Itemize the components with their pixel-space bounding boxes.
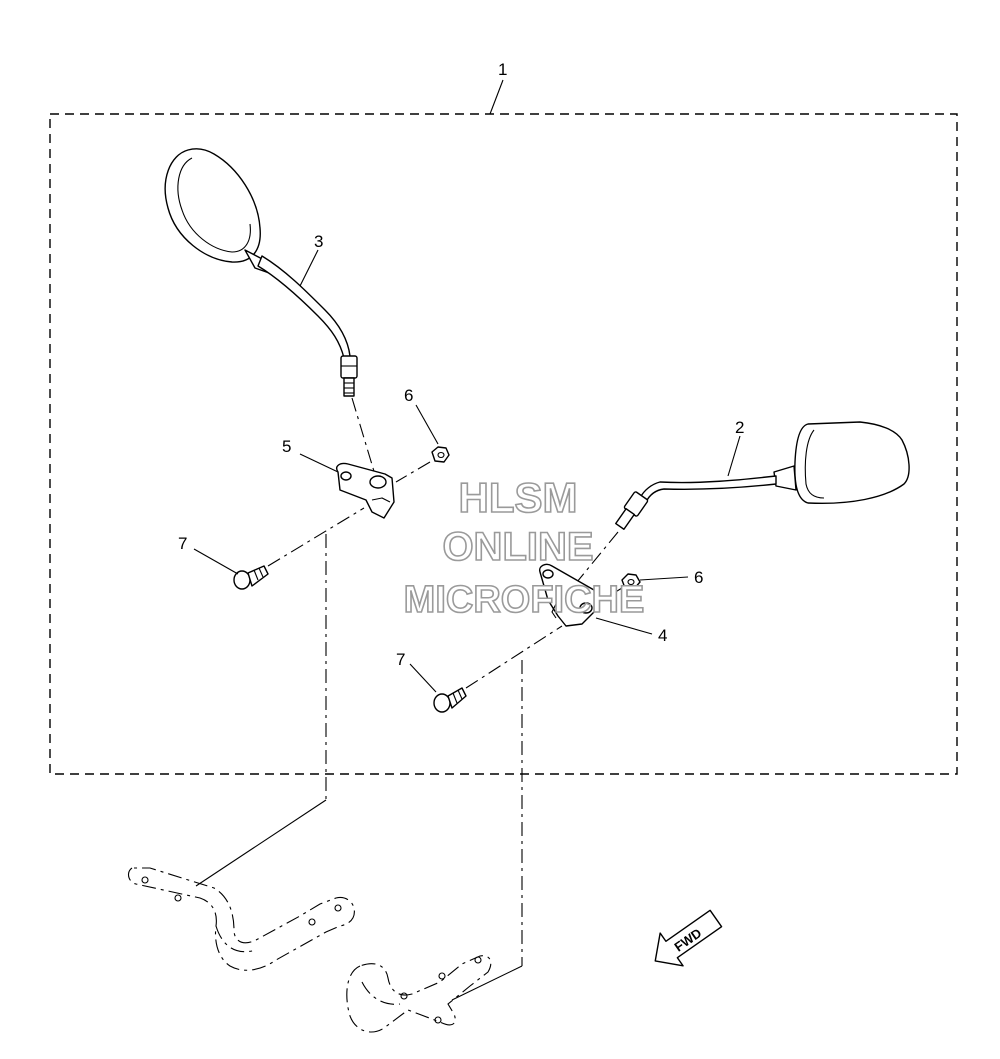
left-bolt-axis xyxy=(267,507,365,567)
right-bracket xyxy=(539,563,597,627)
left-mirror-axis xyxy=(351,397,377,479)
left-mirror xyxy=(164,148,358,397)
callout-1: 1 xyxy=(498,60,507,79)
callout-5-leader xyxy=(299,453,339,473)
left-nut xyxy=(431,446,450,463)
right-mirror-axis xyxy=(571,531,619,589)
callout-5: 5 xyxy=(282,437,291,456)
callout-6-right: 6 xyxy=(694,568,703,587)
callout-7-right: 7 xyxy=(396,650,405,669)
left-bracket xyxy=(336,462,395,519)
right-bolt-axis xyxy=(465,625,563,689)
callout-6-right-leader xyxy=(639,576,689,581)
watermark-line1: HLSM xyxy=(459,474,578,521)
watermark: HLSM ONLINE MICROFICHE xyxy=(403,473,645,622)
kit-leader xyxy=(489,79,504,115)
right-bolt xyxy=(433,687,467,713)
callout-3: 3 xyxy=(314,232,323,251)
watermark-line3: MICROFICHE xyxy=(404,579,645,621)
callout-6-left: 6 xyxy=(404,386,413,405)
watermark-line2: ONLINE xyxy=(442,525,593,569)
left-nut-axis xyxy=(395,461,431,483)
callout-2-leader xyxy=(727,435,741,477)
left-reference-diagonal xyxy=(195,799,327,887)
fwd-arrow-icon: FWD xyxy=(654,909,723,967)
callout-2: 2 xyxy=(735,418,744,437)
callout-3-leader xyxy=(299,249,319,287)
callout-7-left: 7 xyxy=(178,534,187,553)
right-nut-axis xyxy=(595,587,623,605)
right-reference-diagonal xyxy=(451,965,523,1001)
callout-7-right-leader xyxy=(409,663,437,693)
right-mirror xyxy=(615,421,910,530)
left-bolt xyxy=(233,565,269,590)
kit-boundary xyxy=(49,113,958,775)
callout-4-leader xyxy=(595,617,653,635)
callout-7-left-leader xyxy=(193,548,239,575)
callout-6-left-leader xyxy=(415,404,439,445)
left-frame-stay xyxy=(127,867,355,971)
callout-4: 4 xyxy=(658,626,667,645)
right-frame-stay xyxy=(346,955,492,1033)
right-nut xyxy=(621,573,641,590)
